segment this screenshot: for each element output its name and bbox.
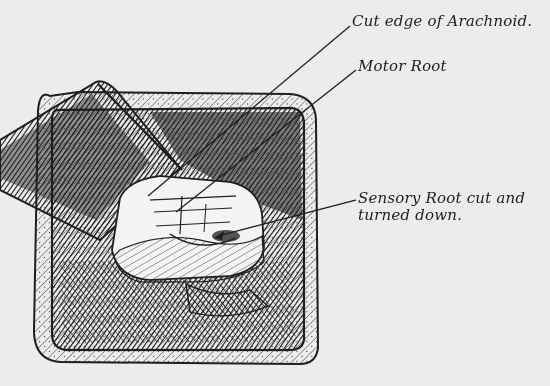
label-motor-root: Motor Root [358, 58, 447, 75]
label-sensory-root: Sensory Root cut and turned down. [358, 190, 525, 224]
label-sensory-root-line1: Sensory Root cut and [358, 190, 525, 207]
label-sensory-root-line2: turned down. [358, 207, 525, 224]
label-arachnoid: Cut edge of Arachnoid. [352, 13, 532, 30]
